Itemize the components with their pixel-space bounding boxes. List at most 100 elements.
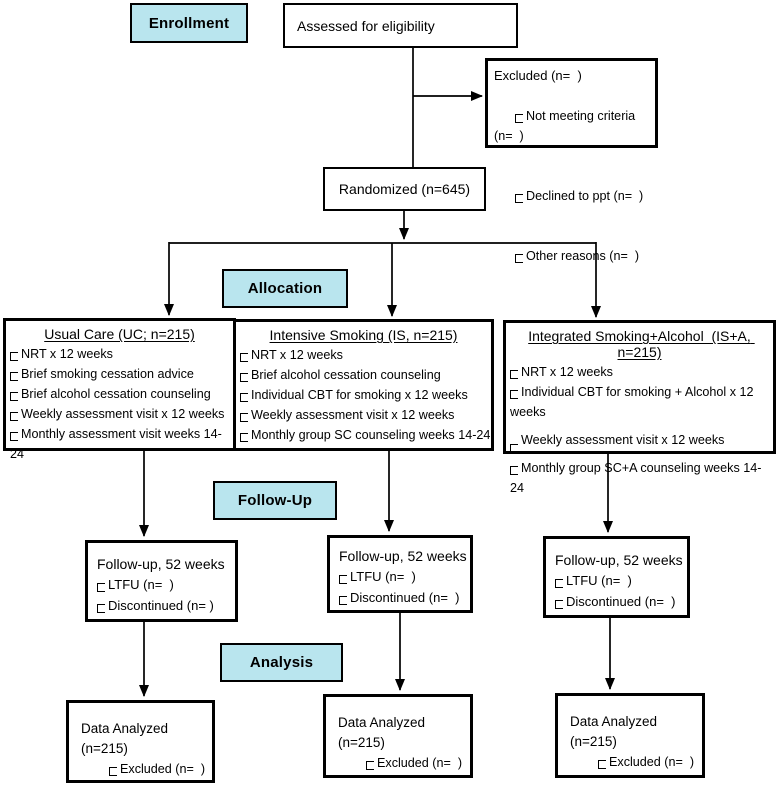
checkbox-icon	[510, 466, 518, 475]
arm-item-text: Brief alcohol cessation counseling	[251, 368, 441, 382]
checkbox-icon	[240, 413, 248, 422]
arm-item-text: Individual CBT for smoking + Alcohol x 1…	[510, 385, 758, 419]
checkbox-icon	[555, 600, 563, 609]
checkbox-icon	[510, 444, 518, 453]
checkbox-icon	[515, 194, 523, 203]
checkbox-icon	[10, 372, 18, 381]
excluded-box: Excluded (n= ) Not meeting criteria (n= …	[485, 58, 658, 263]
checkbox-icon	[555, 579, 563, 588]
checkbox-icon	[515, 254, 523, 263]
followup-item-text: LTFU (n= )	[350, 569, 416, 584]
analysis-box-integrated-smoking-alcohol: Data Analyzed (n=215) Excluded (n= )	[555, 693, 705, 778]
followup-box-intensive-smoking: Follow-up, 52 weeks LTFU (n= ) Discontin…	[327, 535, 473, 613]
arm-item-text: Monthly assessment visit weeks 14-24	[10, 427, 222, 461]
stage-label-followup: Follow-Up	[213, 481, 337, 520]
arm-item: Monthly assessment visit weeks 14-24	[6, 424, 233, 464]
checkbox-icon	[240, 373, 248, 382]
checkbox-icon	[240, 353, 248, 362]
arm-item-text: Weekly assessment visit x 12 weeks	[21, 407, 225, 421]
followup-item: LTFU (n= )	[330, 566, 470, 587]
arm-item: Monthly group SC counseling weeks 14-24	[236, 425, 491, 445]
checkbox-icon	[10, 432, 18, 441]
arm-item: Individual CBT for smoking x 12 weeks	[236, 385, 491, 405]
checkbox-icon	[109, 767, 117, 776]
stage-label-allocation: Allocation	[222, 269, 348, 308]
arm-item-text: NRT x 12 weeks	[251, 348, 343, 362]
arm-item: Weekly assessment visit x 12 weeks	[506, 430, 773, 453]
arm-item-text: Weekly assessment visit x 12 weeks	[251, 408, 455, 422]
arm-box-integrated-smoking-alcohol: Integrated Smoking+Alcohol (IS+A, n=215)…	[503, 320, 776, 495]
followup-item-text: LTFU (n= )	[108, 577, 174, 592]
arm-item-text: NRT x 12 weeks	[21, 347, 113, 361]
checkbox-icon	[97, 604, 105, 613]
followup-item-text: Discontinued (n= )	[350, 590, 460, 605]
excluded-item-text: Other reasons (n= )	[526, 249, 640, 263]
excluded-item: Not meeting criteria (n= )	[488, 86, 655, 166]
checkbox-icon	[10, 352, 18, 361]
checkbox-icon	[339, 596, 347, 605]
checkbox-icon	[97, 583, 105, 592]
followup-item: Discontinued (n= )	[546, 591, 687, 612]
analysis-item-text: Excluded (n= )	[120, 762, 206, 776]
stage-label-analysis: Analysis	[220, 643, 343, 682]
arm-item-text: NRT x 12 weeks	[521, 365, 613, 379]
arm-item-text: Brief alcohol cessation counseling	[21, 387, 211, 401]
randomized-text: Randomized (n=645)	[338, 181, 471, 197]
followup-title: Follow-up, 52 weeks	[555, 552, 683, 568]
arm-title: Intensive Smoking (IS, n=215)	[269, 327, 458, 343]
arm-item-text: Brief smoking cessation advice	[21, 367, 194, 381]
arm-item: Individual CBT for smoking + Alcohol x 1…	[506, 382, 773, 422]
checkbox-icon	[515, 114, 523, 123]
excluded-title: Excluded (n= )	[494, 68, 582, 83]
arm-item: Weekly assessment visit x 12 weeks	[236, 405, 491, 425]
checkbox-icon	[10, 412, 18, 421]
followup-item: Discontinued (n= )	[88, 595, 235, 616]
followup-title: Follow-up, 52 weeks	[339, 548, 467, 564]
excluded-item-text: Not meeting criteria (n= )	[494, 109, 639, 143]
analysis-box-intensive-smoking: Data Analyzed (n=215) Excluded (n= )	[323, 694, 473, 778]
assessed-eligibility-text: Assessed for eligibility	[297, 17, 435, 34]
arm-item-text: Monthly group SC counseling weeks 14-24	[251, 428, 491, 442]
analysis-item: Excluded (n= )	[326, 753, 470, 773]
analysis-title: Data Analyzed (n=215)	[338, 715, 429, 750]
analysis-item: Excluded (n= )	[558, 752, 702, 772]
arm-item: Brief smoking cessation advice	[6, 364, 233, 384]
arm-box-usual-care: Usual Care (UC; n=215) NRT x 12 weeks Br…	[3, 318, 236, 461]
arm-item-text: Individual CBT for smoking x 12 weeks	[251, 388, 468, 402]
followup-item-text: Discontinued (n= )	[566, 594, 676, 609]
checkbox-icon	[510, 370, 518, 379]
analysis-item-text: Excluded (n= )	[609, 755, 695, 769]
excluded-item-text: Declined to ppt (n= )	[526, 189, 644, 203]
arm-item: NRT x 12 weeks	[6, 344, 233, 364]
arm-title: Integrated Smoking+Alcohol (IS+A, n=215)	[528, 328, 755, 360]
checkbox-icon	[510, 390, 518, 399]
checkbox-icon	[10, 392, 18, 401]
arm-item: NRT x 12 weeks	[506, 362, 773, 382]
arm-item: Brief alcohol cessation counseling	[236, 365, 491, 385]
followup-item: LTFU (n= )	[546, 570, 687, 591]
arm-item: Brief alcohol cessation counseling	[6, 384, 233, 404]
analysis-item-text: Excluded (n= )	[377, 756, 463, 770]
followup-title: Follow-up, 52 weeks	[97, 556, 225, 572]
excluded-item: Declined to ppt (n= )	[488, 166, 655, 226]
checkbox-icon	[240, 433, 248, 442]
checkbox-icon	[598, 760, 606, 769]
stage-label-enrollment: Enrollment	[130, 3, 248, 43]
followup-item: LTFU (n= )	[88, 574, 235, 595]
checkbox-icon	[240, 393, 248, 402]
arm-title: Usual Care (UC; n=215)	[44, 326, 195, 342]
analysis-item: Excluded (n= )	[69, 759, 212, 779]
followup-box-usual-care: Follow-up, 52 weeks LTFU (n= ) Discontin…	[85, 540, 238, 622]
arm-item: Monthly group SC+A counseling weeks 14-2…	[506, 458, 773, 498]
assessed-eligibility-box: Assessed for eligibility	[283, 3, 518, 48]
followup-item: Discontinued (n= )	[330, 587, 470, 608]
checkbox-icon	[366, 761, 374, 770]
followup-item-text: LTFU (n= )	[566, 573, 632, 588]
arm-box-intensive-smoking: Intensive Smoking (IS, n=215) NRT x 12 w…	[233, 319, 494, 451]
arm-item-text: Monthly group SC+A counseling weeks 14-2…	[510, 461, 762, 495]
analysis-title: Data Analyzed (n=215)	[81, 721, 172, 756]
followup-box-integrated-smoking-alcohol: Follow-up, 52 weeks LTFU (n= ) Discontin…	[543, 536, 690, 618]
arm-item: NRT x 12 weeks	[236, 345, 491, 365]
